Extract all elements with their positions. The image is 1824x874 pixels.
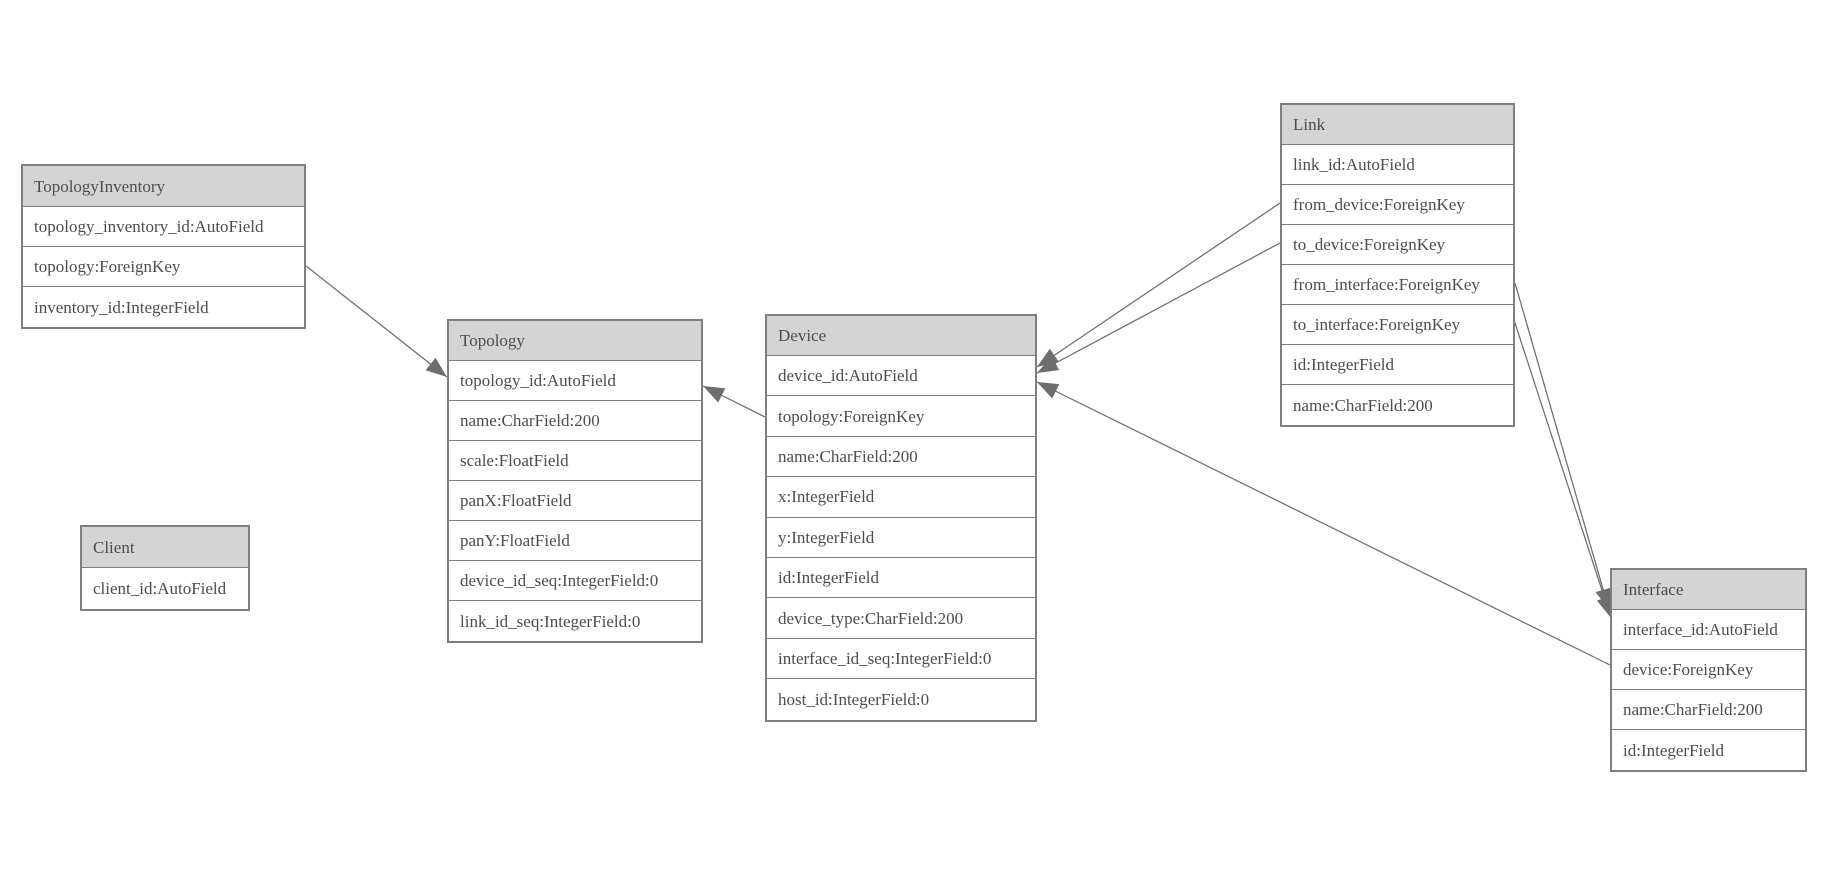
field-row: panX:FloatField xyxy=(449,481,701,521)
edge-device-topology-to-topology-topology_id xyxy=(702,385,766,418)
field-row: client_id:AutoField xyxy=(82,568,248,609)
field-row: device_id:AutoField xyxy=(767,356,1035,397)
field-row: device_type:CharField:200 xyxy=(767,598,1035,639)
edge-topologyinventory-topology-to-topology-topology_id xyxy=(305,265,448,378)
edge-link-to_interface-to-interface-interface_id xyxy=(1514,322,1613,619)
field-row: link_id:AutoField xyxy=(1282,145,1513,185)
entity-table-title: Client xyxy=(82,527,248,568)
field-row: to_interface:ForeignKey xyxy=(1282,305,1513,345)
field-row: x:IntegerField xyxy=(767,477,1035,518)
field-row: topology:ForeignKey xyxy=(23,247,304,287)
field-row: interface_id_seq:IntegerField:0 xyxy=(767,638,1035,680)
field-row: inventory_id:IntegerField xyxy=(23,287,304,327)
field-row: host_id:IntegerField:0 xyxy=(767,679,1035,720)
field-row: panY:FloatField xyxy=(449,521,701,561)
entity-table-topologyinventory: TopologyInventory topology_inventory_id:… xyxy=(21,164,306,329)
field-row: name:CharField:200 xyxy=(449,401,701,441)
entity-table-title: TopologyInventory xyxy=(23,166,304,207)
field-row: device:ForeignKey xyxy=(1612,650,1805,690)
entity-table-title: Interface xyxy=(1612,570,1805,610)
field-row: id:IntegerField xyxy=(1612,730,1805,770)
field-row: scale:FloatField xyxy=(449,441,701,481)
entity-table-title: Link xyxy=(1282,105,1513,145)
field-row: topology_inventory_id:AutoField xyxy=(23,207,304,247)
field-row: id:IntegerField xyxy=(1282,345,1513,385)
field-row: topology_id:AutoField xyxy=(449,361,701,401)
edge-link-from_interface-to-interface-interface_id xyxy=(1514,282,1611,611)
field-row: id:IntegerField xyxy=(767,557,1035,599)
field-row: name:CharField:200 xyxy=(767,436,1035,478)
edge-link-to_device-to-device-device_id xyxy=(1036,242,1281,374)
field-row: device_id_seq:IntegerField:0 xyxy=(449,561,701,601)
edge-link-from_device-to-device-device_id xyxy=(1036,202,1281,368)
field-row: from_interface:ForeignKey xyxy=(1282,265,1513,305)
entity-table-title: Topology xyxy=(449,321,701,361)
field-row: to_device:ForeignKey xyxy=(1282,225,1513,265)
field-row: name:CharField:200 xyxy=(1612,690,1805,730)
edge-interface-device-to-device-device_id xyxy=(1036,381,1611,666)
field-row: link_id_seq:IntegerField:0 xyxy=(449,601,701,641)
field-row: y:IntegerField xyxy=(767,517,1035,558)
entity-table-title: Device xyxy=(767,316,1035,356)
field-row: name:CharField:200 xyxy=(1282,385,1513,425)
field-row: interface_id:AutoField xyxy=(1612,610,1805,650)
field-row: from_device:ForeignKey xyxy=(1282,185,1513,225)
entity-table-client: Client client_id:AutoField xyxy=(80,525,250,611)
field-row: topology:ForeignKey xyxy=(767,396,1035,437)
entity-field-list: client_id:AutoField xyxy=(82,568,248,609)
